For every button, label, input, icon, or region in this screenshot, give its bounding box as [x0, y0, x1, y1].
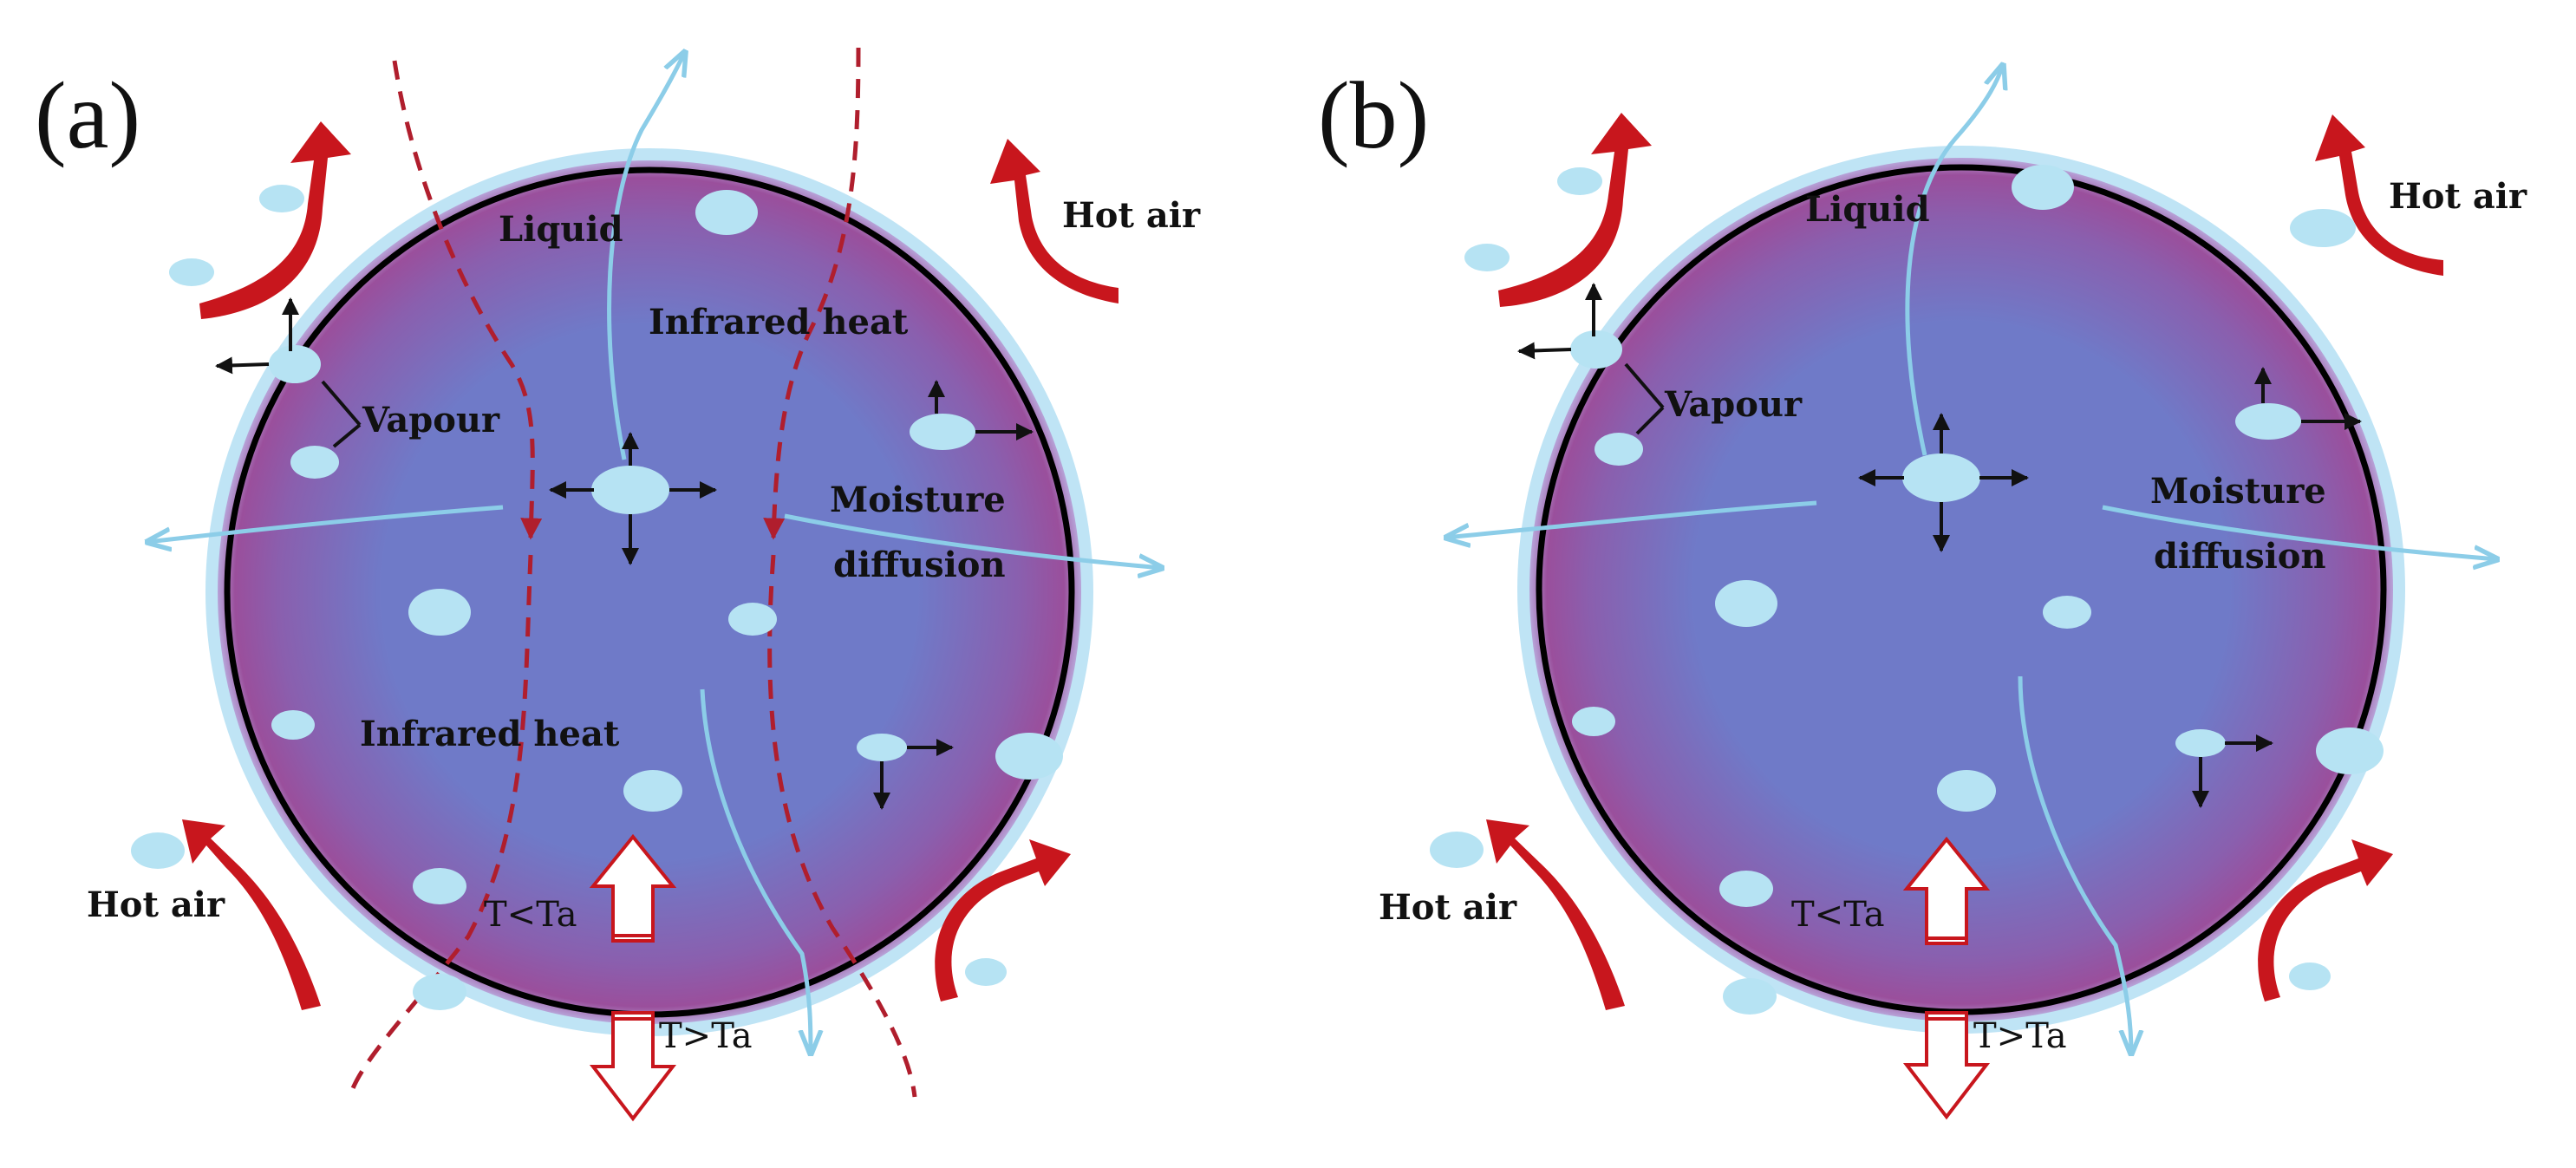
- droplet: [169, 258, 214, 286]
- hot-air-arrow-icon: [990, 139, 1118, 303]
- infrared-heat-label: Infrared heat: [360, 714, 620, 754]
- droplet: [1570, 330, 1622, 369]
- droplet: [2235, 403, 2301, 440]
- temperature-arrows-b: [1902, 836, 1991, 1120]
- labels-b: Liquid Vapour Moisture diffusion Hot air…: [1379, 176, 2527, 1056]
- hot-air-arrow-icon: [1498, 113, 1652, 307]
- temperature-up-arrow-icon: [589, 833, 677, 943]
- panel-a: (a): [35, 47, 1201, 1122]
- droplet: [131, 832, 185, 869]
- particle-b: [1517, 146, 2405, 1034]
- droplet: [695, 190, 758, 235]
- droplet: [408, 589, 471, 636]
- droplet: [1595, 433, 1643, 466]
- diffusion-label: diffusion: [2154, 536, 2326, 577]
- moisture-path-down: [2018, 675, 2131, 1054]
- temperature-down-arrow-icon: [1902, 1011, 1991, 1120]
- vapour-label: Vapour: [362, 400, 500, 440]
- droplet: [2289, 962, 2331, 990]
- moisture-path-left: [1446, 500, 1817, 538]
- moisture-paths-b: [1446, 65, 2497, 1054]
- droplet: [271, 710, 315, 740]
- vapour-arrows-b: [1517, 283, 2362, 808]
- droplet: [2175, 729, 2226, 757]
- droplet: [1902, 453, 1980, 502]
- moisture-path-right: [784, 513, 1162, 568]
- droplet: [1937, 770, 1996, 812]
- hot-air-arrow-icon: [2258, 839, 2393, 1002]
- droplet: [1572, 707, 1615, 736]
- hot-air-label: Hot air: [1379, 887, 1517, 928]
- droplet: [1557, 167, 1602, 195]
- droplet: [2012, 165, 2074, 210]
- panel-label-a: (a): [35, 62, 140, 168]
- droplet: [1464, 244, 1510, 271]
- liquid-label: Liquid: [1805, 189, 1930, 230]
- droplet: [413, 868, 466, 904]
- droplet: [259, 185, 304, 212]
- droplets-b: [1430, 165, 2384, 1015]
- temperature-high-label: T>Ta: [659, 1016, 753, 1056]
- hot-air-arrow-icon: [1486, 819, 1625, 1010]
- liquid-label: Liquid: [499, 209, 623, 250]
- moisture-path-up: [607, 52, 685, 460]
- droplet: [623, 770, 682, 812]
- infrared-path-right-lower: [767, 554, 917, 1098]
- hot-air-arrows-a: [182, 121, 1118, 1010]
- droplets-a: [131, 185, 1063, 1010]
- moisture-path-right: [2102, 505, 2497, 559]
- droplet: [965, 958, 1007, 986]
- labels-a: Liquid Infrared heat Vapour Moisture dif…: [87, 195, 1201, 1056]
- moisture-path-down: [700, 688, 811, 1054]
- hot-air-label: Hot air: [1062, 195, 1201, 236]
- hot-air-arrow-icon: [935, 839, 1071, 1002]
- infrared-path-right: [763, 47, 861, 540]
- hot-air-arrow-icon: [199, 121, 351, 319]
- vapour-label: Vapour: [1664, 384, 1803, 425]
- infrared-path-left: [392, 60, 543, 540]
- moisture-label: Moisture: [830, 480, 1006, 520]
- infrared-path-left-lower: [349, 554, 533, 1093]
- panel-b: (b): [1318, 62, 2527, 1120]
- moisture-paths-a: [147, 52, 1162, 1054]
- droplet: [1715, 580, 1777, 627]
- infrared-heat-label: Infrared heat: [649, 302, 909, 343]
- droplet: [591, 466, 669, 514]
- droplet: [1430, 832, 1484, 868]
- moisture-label: Moisture: [2150, 471, 2326, 512]
- droplet: [413, 974, 466, 1010]
- droplet: [1723, 978, 1777, 1015]
- moisture-path-up: [1905, 65, 2003, 456]
- droplet: [728, 603, 777, 636]
- hot-air-label: Hot air: [2389, 176, 2527, 217]
- temperature-high-label: T>Ta: [1973, 1016, 2067, 1056]
- droplet: [910, 414, 975, 450]
- temperature-down-arrow-icon: [589, 1011, 677, 1122]
- droplet: [269, 345, 321, 383]
- moisture-path-left: [147, 505, 504, 542]
- droplet: [2316, 728, 2384, 774]
- vapour-arrows-a: [215, 297, 1034, 810]
- droplet: [2043, 596, 2091, 629]
- temperature-arrows-a: [589, 833, 677, 1122]
- hot-air-arrows-b: [1486, 113, 2443, 1010]
- droplet: [995, 733, 1063, 780]
- panel-label-b: (b): [1318, 62, 1429, 168]
- hot-air-label: Hot air: [87, 884, 225, 925]
- infrared-paths-a: [349, 47, 917, 1098]
- temperature-low-label: T<Ta: [484, 895, 577, 935]
- hot-air-arrow-icon: [182, 819, 321, 1010]
- droplet: [2290, 209, 2356, 247]
- droplet: [290, 446, 339, 479]
- temperature-low-label: T<Ta: [1791, 895, 1885, 935]
- temperature-up-arrow-icon: [1902, 836, 1991, 945]
- diffusion-label: diffusion: [833, 545, 1006, 585]
- hot-air-arrow-icon: [2315, 114, 2443, 276]
- particle-a: [205, 148, 1093, 1036]
- droplet: [1719, 871, 1773, 907]
- droplet: [857, 734, 907, 761]
